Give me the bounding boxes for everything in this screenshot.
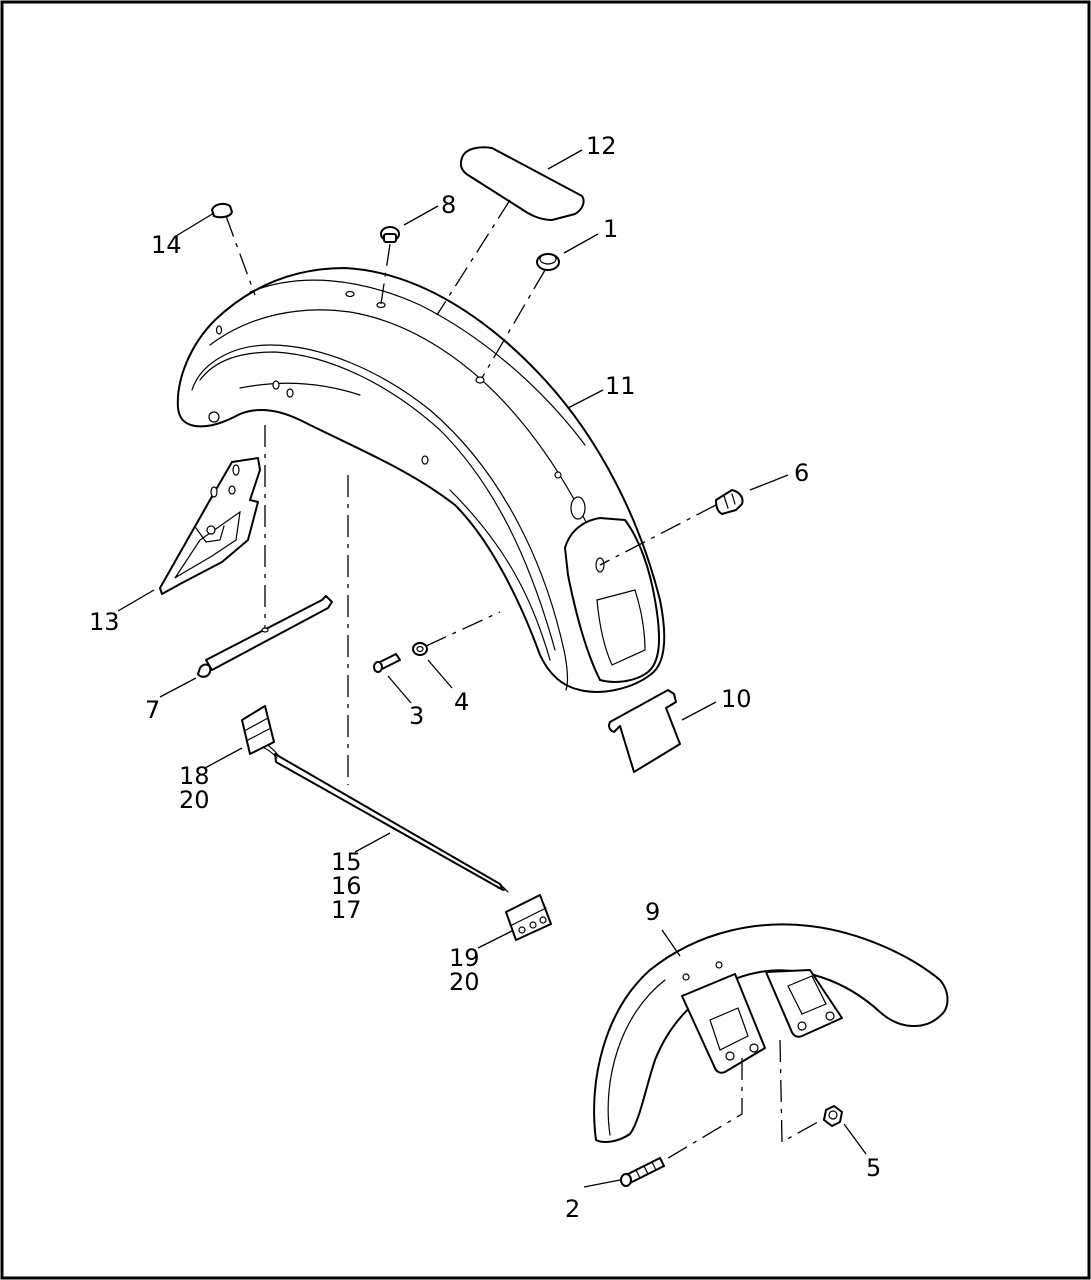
- callout-14: 14: [151, 231, 182, 259]
- part-2-bolt: [620, 1157, 665, 1187]
- wiring-harness: [241, 705, 552, 941]
- callout-1: 1: [603, 215, 618, 243]
- callout-10: 10: [721, 685, 752, 713]
- rear-fender: [176, 267, 666, 693]
- part-10-plate: [608, 689, 681, 773]
- callout-19-20: 19 20: [449, 944, 487, 996]
- assembly-lines: [225, 199, 826, 1161]
- callout-5: 5: [866, 1154, 881, 1182]
- leader-lines: [117, 149, 867, 1188]
- part-4-washer: [412, 642, 428, 656]
- callout-8: 8: [441, 191, 456, 219]
- callout-9: 9: [645, 898, 660, 926]
- part-8-plug: [380, 226, 400, 243]
- callout-labels: 1 2 3 4 5 6 7 8 9 10 11 12 13 14 15 16 1…: [89, 132, 881, 1223]
- part-13-bracket: [159, 457, 261, 595]
- front-fender: [593, 923, 949, 1143]
- callout-4: 4: [454, 688, 469, 716]
- part-7-rod: [197, 595, 333, 678]
- callout-15-16-17: 15 16 17: [331, 848, 369, 924]
- callout-2: 2: [565, 1195, 580, 1223]
- callout-11: 11: [605, 372, 636, 400]
- callout-18-20: 18 20: [179, 762, 217, 814]
- callout-6: 6: [794, 459, 809, 487]
- part-1-plug: [536, 253, 560, 271]
- callout-3: 3: [409, 702, 424, 730]
- part-6-clip: [715, 489, 744, 515]
- part-14-push-nut: [211, 202, 233, 219]
- callout-12: 12: [586, 132, 617, 160]
- part-5-nut: [823, 1105, 843, 1127]
- part-3-screw: [373, 653, 401, 673]
- callout-7: 7: [145, 696, 160, 724]
- part-12-medallion: [459, 146, 585, 221]
- callout-13: 13: [89, 608, 120, 636]
